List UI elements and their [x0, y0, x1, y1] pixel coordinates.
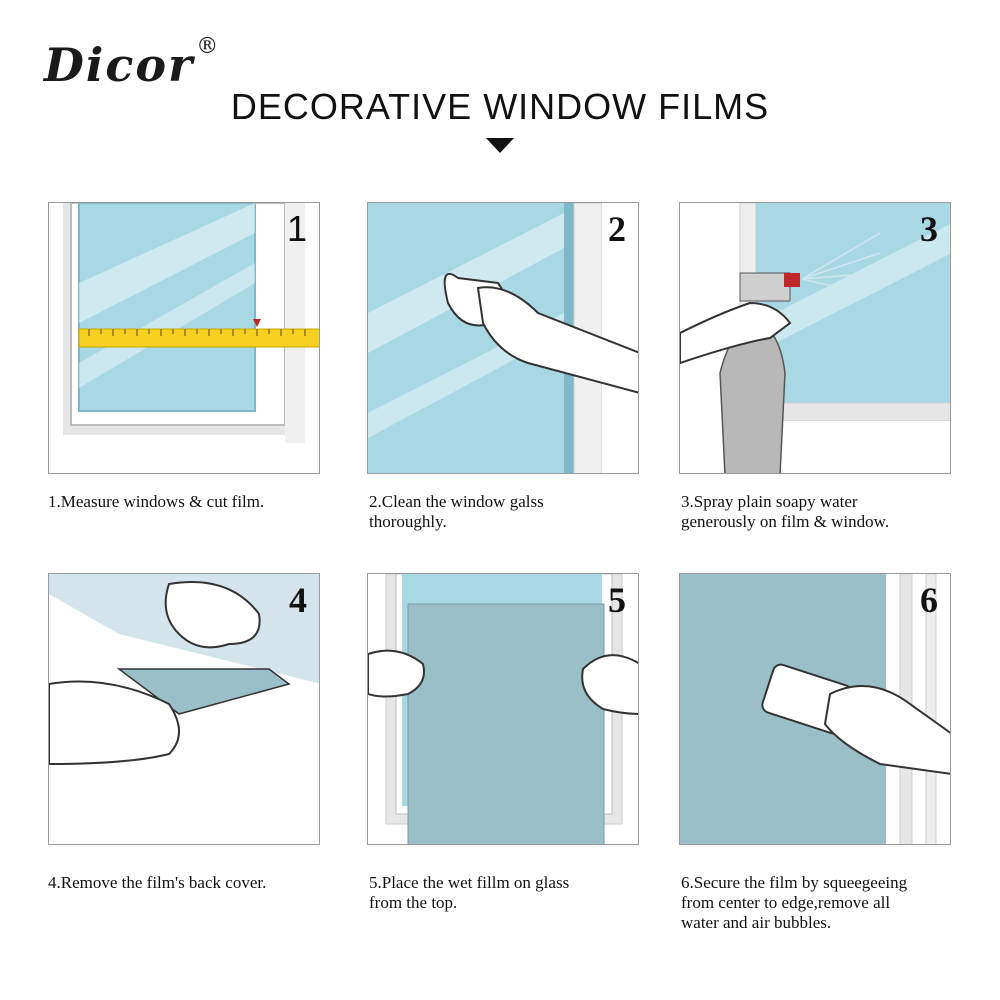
step-5-caption: 5.Place the wet fillm on glass from the … [369, 873, 570, 912]
step-2-caption: 2.Clean the window galss thoroughly. [369, 492, 544, 531]
step-2-illustration: 2 [367, 202, 639, 474]
step-4-number: 4 [289, 580, 307, 620]
step-6-number: 6 [920, 580, 938, 620]
step-6-illustration: 6 [679, 573, 951, 845]
triangle-down-icon [486, 138, 514, 153]
step-6-caption: 6.Secure the film by squeegeeing from ce… [681, 873, 908, 932]
page-title: DECORATIVE WINDOW FILMS [230, 86, 770, 127]
step-4-illustration: 4 [48, 573, 320, 845]
brand-name: Dicor [44, 38, 195, 92]
step-5-number: 5 [608, 580, 626, 620]
step-2-number: 2 [608, 209, 626, 249]
step-5-illustration: 5 [367, 573, 639, 845]
registered-mark: ® [196, 34, 221, 59]
step-1-illustration: 1 [48, 202, 320, 474]
step-1-caption: 1.Measure windows & cut film. [48, 492, 265, 511]
step-1-number: 1 [286, 208, 307, 249]
step-3-caption: 3.Spray plain soapy water generously on … [681, 492, 890, 531]
step-3-illustration: 3 [679, 202, 951, 474]
brand-logo: Dicor® [44, 34, 220, 92]
step-4-caption: 4.Remove the film's back cover. [48, 873, 267, 892]
step-3-number: 3 [920, 209, 938, 249]
